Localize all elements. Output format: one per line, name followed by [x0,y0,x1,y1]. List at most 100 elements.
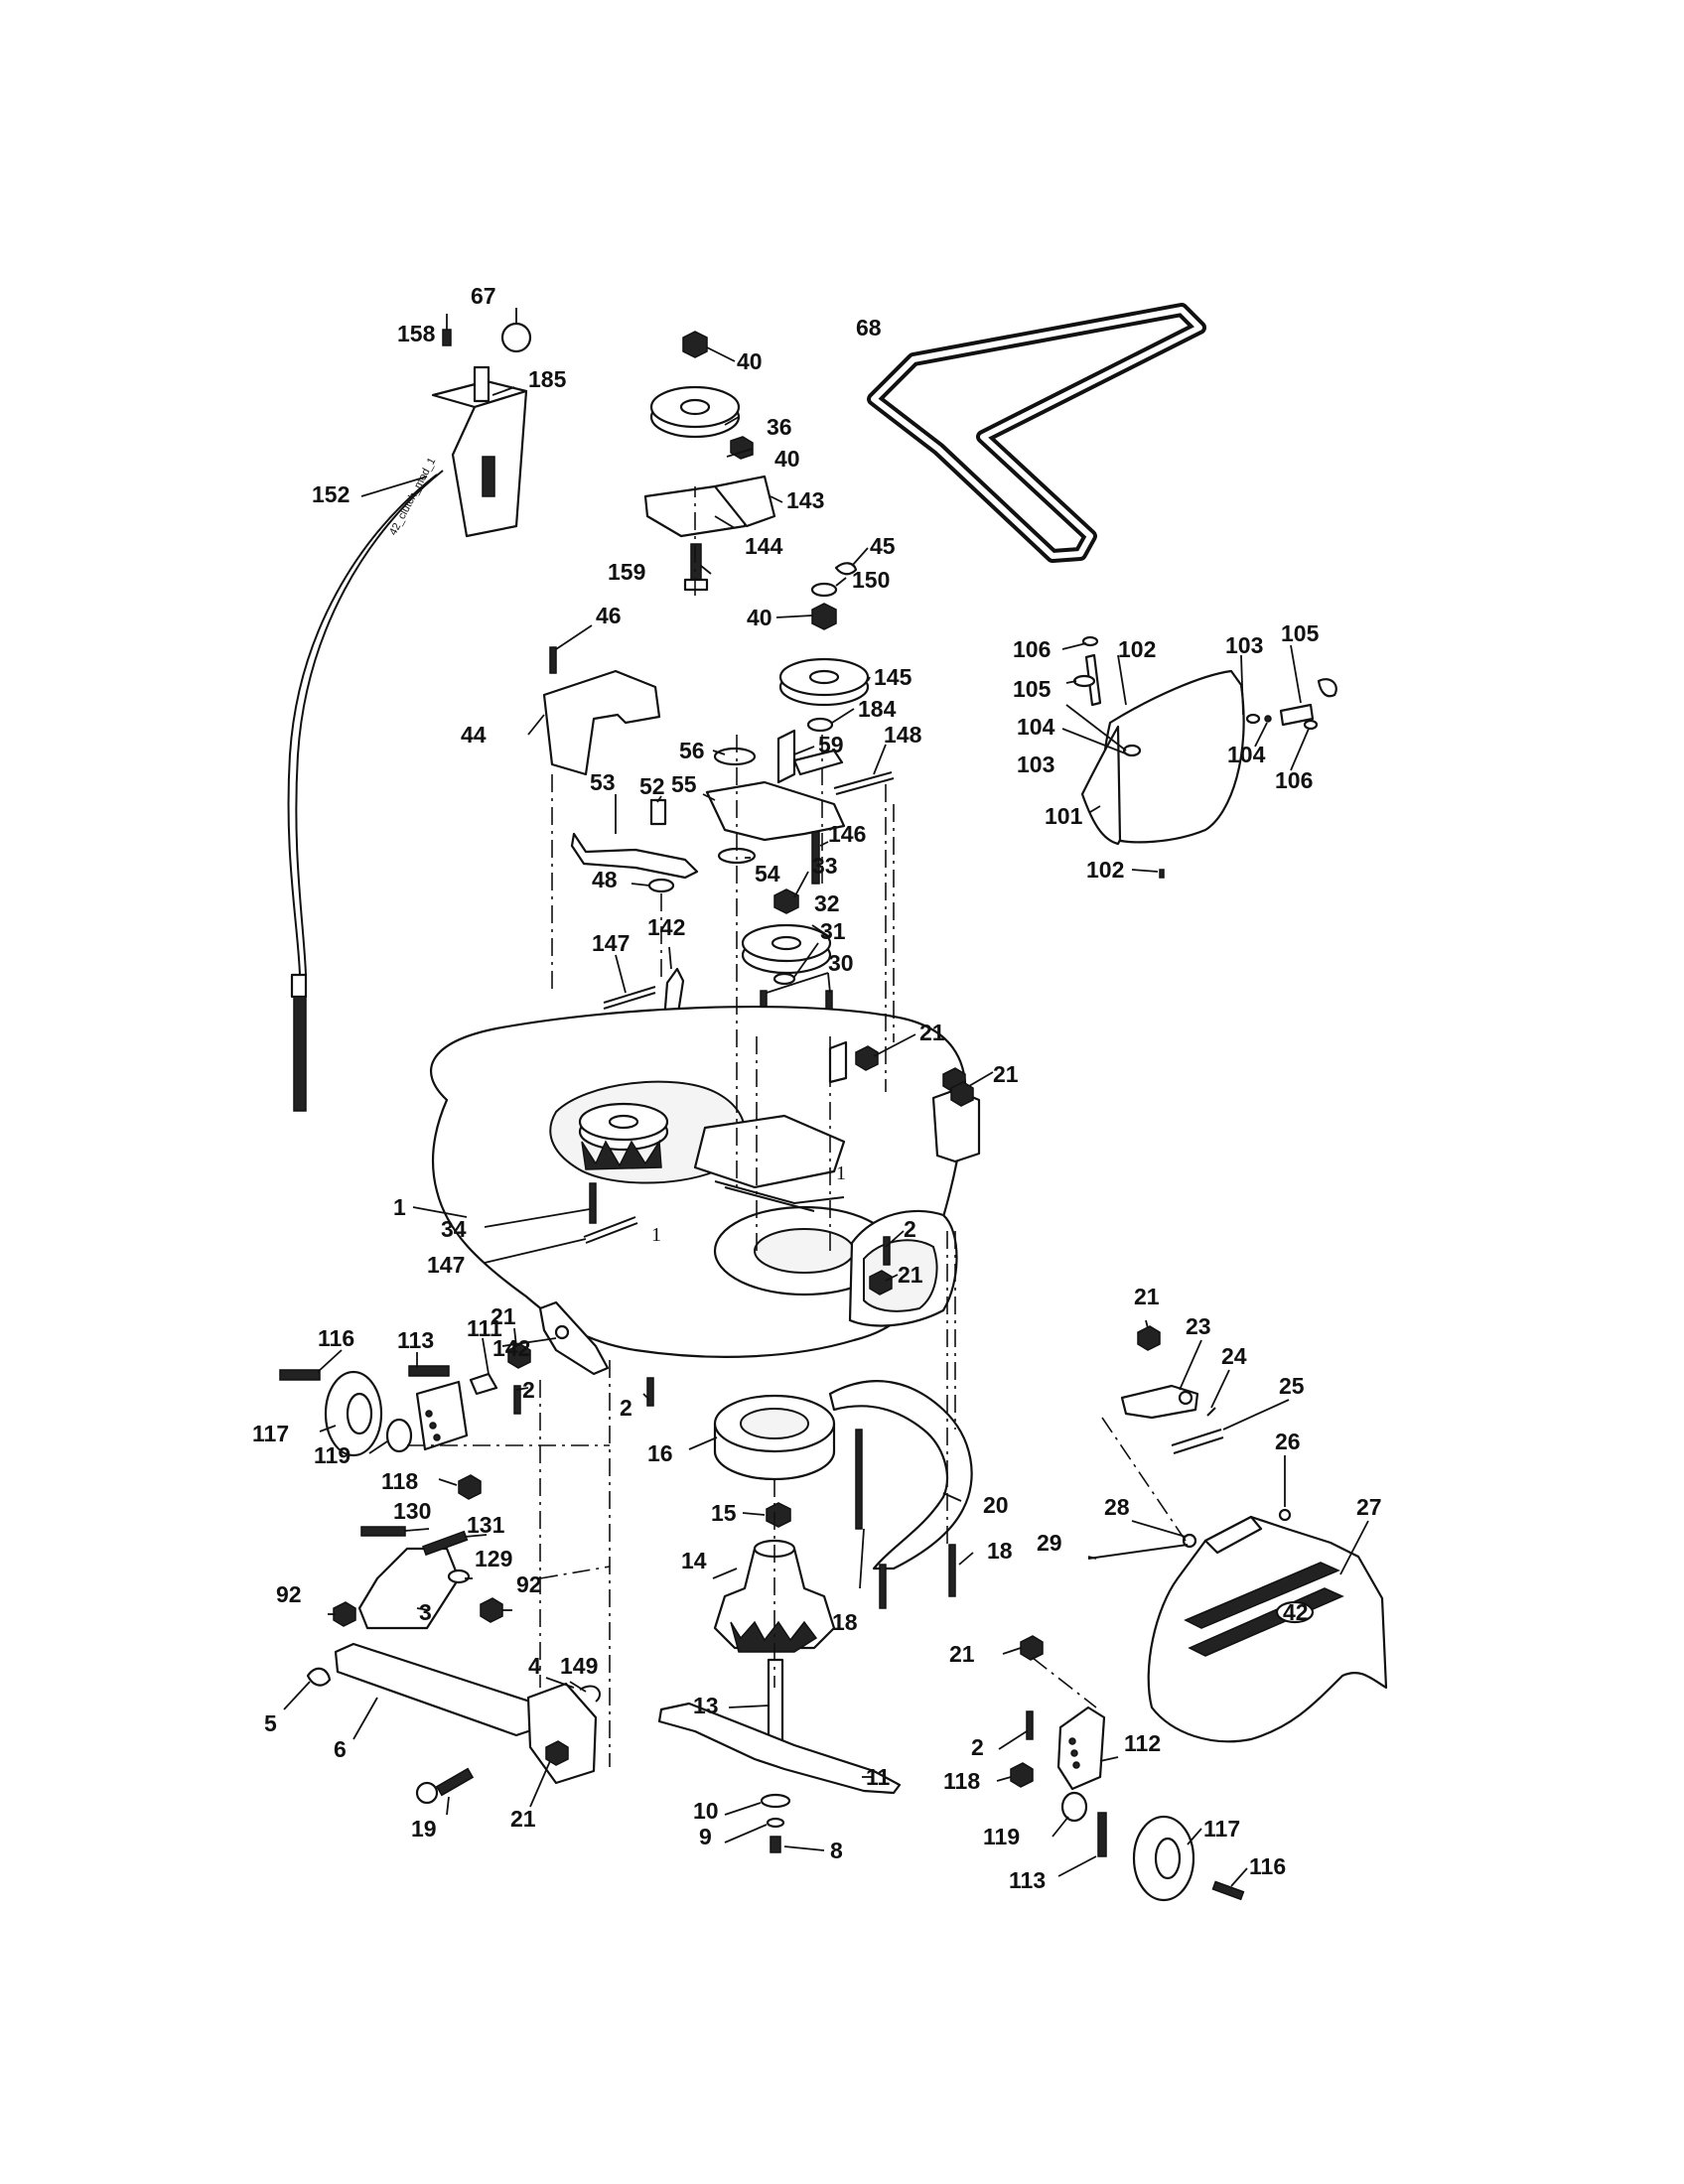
label-150: 150 [852,567,890,593]
label-33: 33 [812,853,838,879]
bolt-146 [811,831,820,885]
label-27: 27 [1356,1494,1382,1520]
rod-29 [1087,1544,1189,1560]
label-2b: 2 [522,1377,535,1403]
deck-mark-a: 1 [651,1224,661,1246]
label-29: 29 [1037,1530,1062,1556]
label-19: 19 [411,1816,437,1842]
bolt-2c [646,1377,654,1407]
washer-10 [760,1793,791,1809]
nut-21g [545,1740,569,1766]
bolt-113a [408,1365,450,1377]
nut-33 [773,888,799,914]
label-184: 184 [858,696,897,722]
spring-25 [1171,1429,1222,1446]
bar-6 [334,1642,542,1737]
label-102a: 102 [1118,636,1156,662]
right-bracket-23 [1120,1325,1292,1522]
bolt-52 [649,798,667,826]
cable-spring [293,996,307,1112]
label-103b: 103 [1017,751,1054,777]
label-113b: 113 [1009,1867,1046,1893]
label-54: 54 [755,861,780,887]
label-112: 112 [1124,1730,1161,1756]
label-2c: 2 [620,1395,632,1421]
nut-92b [480,1597,503,1623]
label-147b: 147 [427,1252,465,1278]
label-28: 28 [1104,1494,1130,1520]
label-14: 14 [681,1548,707,1573]
nut-118a [458,1474,482,1500]
link-3 [357,1547,461,1630]
label-117b: 117 [1203,1816,1240,1842]
label-10: 10 [693,1798,719,1824]
spindle-assembly [713,1394,836,1759]
label-21f: 21 [949,1641,975,1667]
label-149: 149 [560,1653,598,1679]
bracket-112 [1056,1706,1106,1791]
cover-logo: 42 [1283,1599,1309,1625]
label-147a: 147 [592,930,630,956]
label-52: 52 [639,773,665,799]
spring-148 [833,771,893,789]
bearing-15 [766,1502,791,1528]
washer-56 [713,747,757,766]
label-130: 130 [393,1498,431,1524]
bracket-59 [776,729,796,784]
blade-11 [657,1702,902,1853]
label-40c: 40 [747,605,772,630]
nut-40b [730,436,754,460]
label-21g: 21 [510,1806,536,1832]
bolt-130 [360,1526,406,1537]
label-158: 158 [397,321,436,346]
label-21e: 21 [1134,1284,1160,1309]
label-24: 24 [1221,1343,1247,1369]
nut-26 [1278,1508,1292,1522]
idler-arm [705,729,895,885]
label-129: 129 [475,1546,512,1571]
pin-105b [1279,703,1315,727]
part-labels: 67 158 185 152 40 36 40 143 144 159 45 1… [252,283,1382,1893]
label-11: 11 [866,1764,891,1790]
label-45: 45 [870,533,896,559]
pulley-32 [741,888,833,1035]
label-104b: 104 [1227,742,1266,767]
label-21a: 21 [919,1020,945,1045]
label-8: 8 [830,1838,843,1863]
washer-31 [772,972,796,986]
label-2d: 2 [971,1734,984,1760]
spring-104b [1264,715,1272,723]
bolt-2d [1026,1710,1034,1740]
clutch-assembly: 42_clutch_mod_1 [287,322,532,1112]
link-53 [570,798,699,893]
bracket-111 [415,1380,469,1451]
nut-40c [811,603,837,630]
label-21d: 21 [491,1303,516,1329]
washer-150 [810,582,838,598]
label-16: 16 [647,1440,673,1466]
label-116b: 116 [1249,1853,1286,1879]
clip-28 [1182,1533,1197,1549]
bolt-2a [513,1385,521,1415]
label-102b: 102 [1086,857,1124,883]
washer-119a [385,1418,413,1453]
bracket-142b [538,1300,610,1376]
clip-106b [1303,719,1319,731]
label-21c: 21 [898,1262,923,1288]
washer-48 [647,878,675,893]
screw-102b [1159,869,1165,879]
label-2a: 2 [904,1216,916,1242]
label-6: 6 [334,1736,347,1762]
label-26: 26 [1275,1429,1301,1454]
label-31: 31 [820,918,846,944]
label-142b: 142 [492,1335,530,1361]
label-116a: 116 [318,1325,354,1351]
arm-55 [705,780,846,842]
washer-129 [447,1569,471,1584]
label-68: 68 [856,315,882,341]
label-25: 25 [1279,1373,1305,1399]
label-4: 4 [528,1653,541,1679]
label-113a: 113 [397,1327,434,1353]
deflector-101 [1072,635,1337,879]
